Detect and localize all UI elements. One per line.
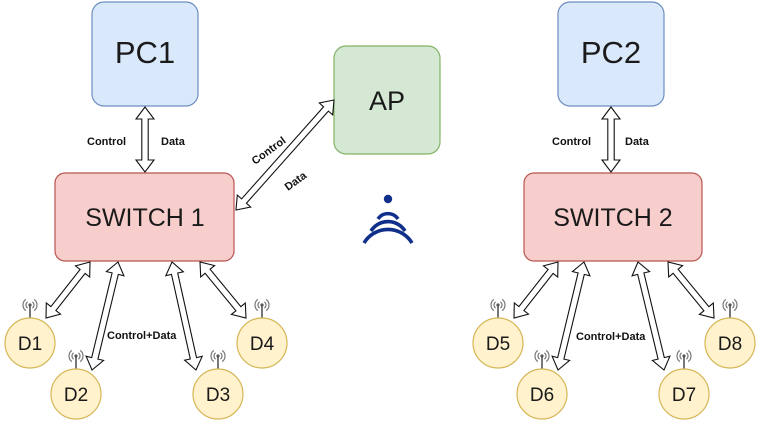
pc1-switch1-arrow [134, 106, 156, 173]
antenna-icon [676, 349, 692, 370]
pc2-control-label: Control [552, 136, 591, 148]
ap-label: AP [369, 86, 405, 116]
pc1-control-label: Control [87, 136, 126, 148]
device-label: D2 [64, 385, 88, 406]
ap-data-label: Data [283, 169, 310, 193]
device-2: D2 [50, 349, 102, 420]
device-circle [4, 317, 56, 369]
device-circle [236, 317, 288, 369]
switch1-label: SWITCH 1 [85, 204, 204, 232]
pc1-data-label: Data [161, 136, 186, 148]
switch1-d2-arrow [85, 261, 125, 371]
pc2-label: PC2 [581, 35, 641, 70]
pc2-switch2-arrow [600, 106, 622, 173]
switch2-box [523, 172, 703, 262]
device-circle [472, 317, 524, 369]
device-label: D3 [206, 385, 230, 406]
device-1: D1 [4, 298, 56, 369]
switch2-d5-arrow [513, 261, 559, 319]
switch2-d6-arrow [551, 261, 591, 371]
switch1-devices-label: Control+Data [107, 330, 177, 342]
device-circle [658, 368, 710, 420]
switch1-box [54, 172, 235, 262]
device-3: D3 [192, 349, 244, 420]
pc1-label: PC1 [115, 35, 175, 70]
device-circle [50, 368, 102, 420]
switch1-ap-arrow [235, 99, 335, 211]
link-arrows [45, 99, 715, 371]
device-4: D4 [236, 298, 288, 369]
antenna-icon [722, 298, 738, 319]
antenna-icon [254, 298, 270, 319]
device-5: D5 [472, 298, 524, 369]
device-6: D6 [516, 349, 568, 420]
device-label: D7 [672, 385, 696, 406]
switch2-devices-label: Control+Data [576, 331, 646, 343]
device-label: D4 [250, 334, 275, 355]
pc2-box [557, 1, 665, 107]
switch1-d3-arrow [164, 261, 204, 371]
device-label: D6 [530, 385, 554, 406]
switch2-d7-arrow [631, 261, 671, 371]
switch2-d8-arrow [667, 261, 715, 319]
device-label: D5 [486, 334, 510, 355]
switch2-label: SWITCH 2 [553, 204, 672, 232]
device-circle [704, 317, 756, 369]
switch1-d4-arrow [199, 261, 247, 319]
device-circle [192, 368, 244, 420]
device-circle [516, 368, 568, 420]
antenna-icon [534, 349, 550, 370]
antenna-icon [68, 349, 84, 370]
device-8: D8 [704, 298, 756, 369]
device-label: D1 [18, 334, 42, 355]
antenna-icon [490, 298, 506, 319]
pc1-box [91, 1, 199, 107]
antenna-icon [210, 349, 226, 370]
device-7: D7 [658, 349, 710, 420]
antenna-icon [22, 298, 38, 319]
pc2-data-label: Data [625, 136, 650, 148]
device-label: D8 [718, 334, 742, 355]
switch1-d1-arrow [45, 261, 91, 319]
wifi-icon [362, 194, 414, 244]
